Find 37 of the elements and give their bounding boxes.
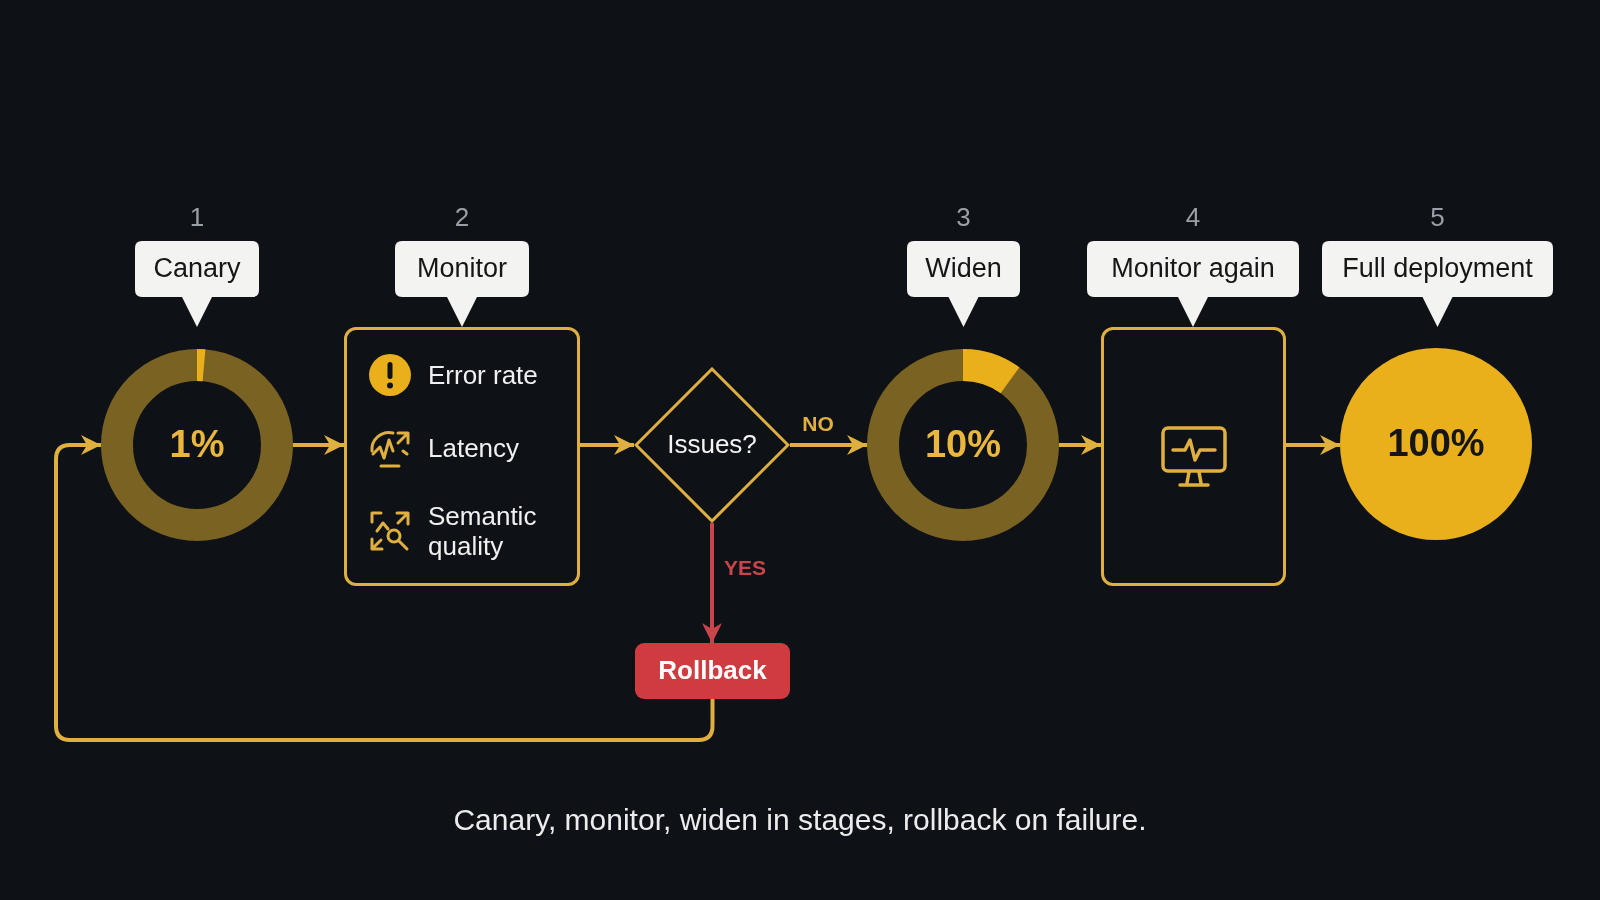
step-number: 3 <box>956 203 971 233</box>
step-number: 4 <box>1185 203 1201 233</box>
arrow <box>1286 435 1340 455</box>
decision-question: Issues? <box>667 430 757 460</box>
caption-text: Canary, monitor, widen in stages, rollback on failure. <box>453 803 1147 836</box>
arrow <box>702 523 722 643</box>
arrow <box>54 435 715 742</box>
progress-ring <box>867 349 1059 541</box>
step-callout <box>907 241 1020 327</box>
arrow <box>1059 435 1101 455</box>
step-callout <box>135 241 259 327</box>
step-callout <box>1322 241 1553 327</box>
rollback-label: Rollback <box>658 656 767 686</box>
progress-ring <box>101 349 293 541</box>
arrow <box>293 435 344 455</box>
step-title: Full deployment <box>1342 253 1533 285</box>
metric-label: Semantic quality <box>428 501 538 561</box>
arrow <box>790 435 867 455</box>
percentage-label: 100% <box>1387 422 1485 466</box>
decision-diamond <box>634 367 790 523</box>
stage-panel <box>1101 327 1286 586</box>
step-number: 1 <box>189 203 205 233</box>
step-title: Widen <box>925 253 1002 285</box>
step-number: 5 <box>1430 203 1445 233</box>
metric-label: Error rate <box>428 360 538 390</box>
percentage-label: 10% <box>924 423 1002 467</box>
percentage-label: 1% <box>169 423 225 467</box>
step-callout <box>395 241 529 327</box>
step-callout <box>1087 241 1299 327</box>
rollback-step <box>635 643 790 699</box>
metrics-panel <box>344 327 580 586</box>
step-number: 2 <box>454 203 470 233</box>
arrow <box>580 435 634 455</box>
step-title: Monitor again <box>1111 253 1275 285</box>
metric-label: Latency <box>428 433 520 463</box>
step-title: Monitor <box>417 253 507 285</box>
step-title: Canary <box>153 253 241 285</box>
